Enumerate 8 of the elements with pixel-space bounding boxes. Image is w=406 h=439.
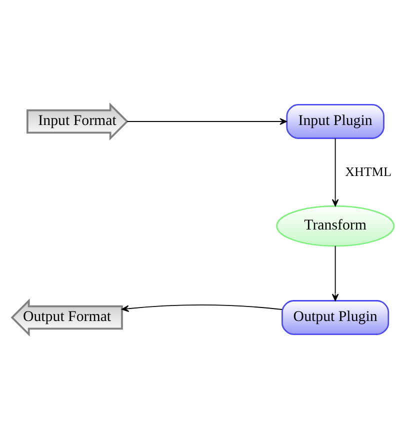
node-box: Input Plugin [286,104,384,139]
arrow [332,138,339,206]
node-box: Output Plugin [282,300,390,335]
node-ellipse: Transform [276,205,395,247]
arrow [126,118,287,125]
arrow [332,246,339,302]
edge-label: XHTML [345,164,392,180]
arrow [122,304,282,312]
